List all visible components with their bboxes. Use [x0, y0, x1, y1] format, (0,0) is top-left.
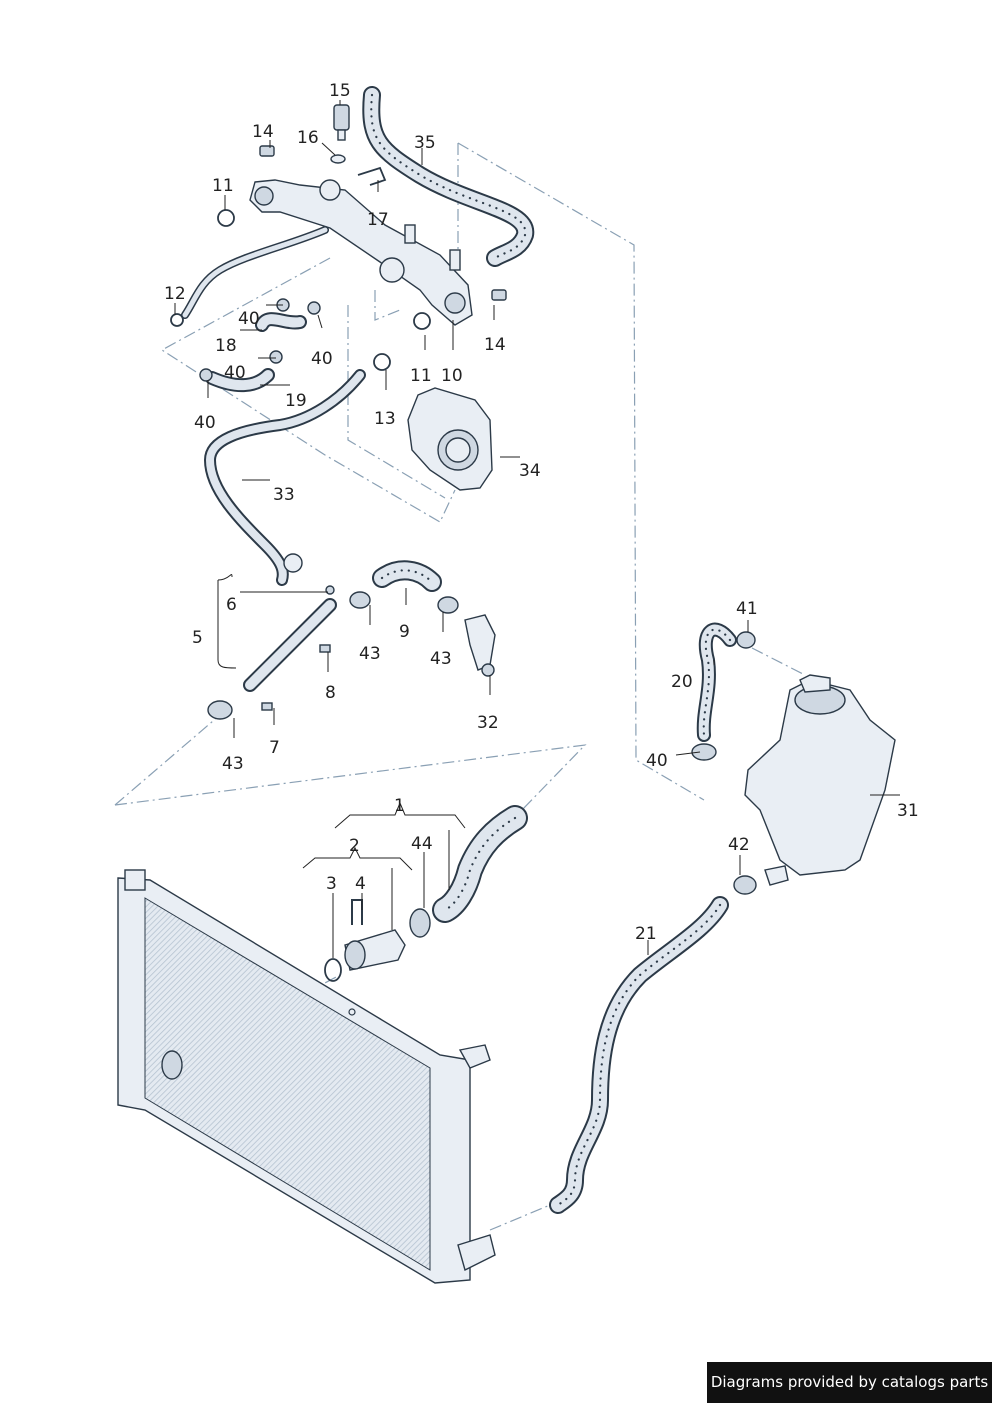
upper-hose: [362, 86, 535, 267]
callout-33: 33: [273, 485, 295, 505]
callout-14a: 14: [252, 122, 274, 142]
callout-34: 34: [519, 461, 541, 481]
vent-hose: [691, 622, 756, 761]
callout-43a: 43: [359, 644, 381, 664]
callout-41: 41: [736, 599, 758, 619]
coolant-pipe: [204, 369, 366, 586]
callout-31: 31: [897, 801, 919, 821]
callout-numbers: 1 2 3 4 5 6 7 8 9 10 11 11 12 13 14 14 1…: [164, 81, 919, 944]
callout-4: 4: [355, 874, 366, 894]
callout-35: 35: [414, 133, 436, 153]
callout-15: 15: [329, 81, 351, 101]
leader-lines: [174, 100, 900, 958]
callout-17: 17: [367, 210, 389, 230]
callout-12: 12: [164, 284, 186, 304]
callout-40e: 40: [646, 751, 668, 771]
callout-11a: 11: [212, 176, 234, 196]
callout-13: 13: [374, 409, 396, 429]
callout-1: 1: [394, 796, 405, 816]
callout-6: 6: [226, 595, 237, 615]
radiator: [117, 869, 496, 1284]
callout-42: 42: [728, 835, 750, 855]
callout-40b: 40: [311, 349, 333, 369]
callout-43b: 43: [430, 649, 452, 669]
callout-2: 2: [349, 836, 360, 856]
callout-3: 3: [326, 874, 337, 894]
callout-32: 32: [477, 713, 499, 733]
callout-8: 8: [325, 683, 336, 703]
callout-19: 19: [285, 391, 307, 411]
callout-40c: 40: [224, 363, 246, 383]
small-hoses: [199, 298, 321, 393]
callout-40d: 40: [194, 413, 216, 433]
thermostat-housing: [407, 387, 493, 491]
callout-21: 21: [635, 924, 657, 944]
lower-pipes: [207, 560, 496, 720]
callout-9: 9: [399, 622, 410, 642]
callout-40a: 40: [238, 309, 260, 329]
credit-badge: Diagrams provided by catalogs parts: [707, 1362, 992, 1403]
callout-7: 7: [269, 738, 280, 758]
callout-43c: 43: [222, 754, 244, 774]
callout-18: 18: [215, 336, 237, 356]
small-parts-top: [170, 104, 507, 371]
callout-5: 5: [192, 628, 203, 648]
callout-44: 44: [411, 834, 433, 854]
callout-16: 16: [297, 128, 319, 148]
radiator-hoses: [324, 805, 528, 982]
expansion-tank-hose: [549, 875, 757, 1214]
callout-20: 20: [671, 672, 693, 692]
expansion-tank: [744, 674, 896, 886]
callout-10: 10: [441, 366, 463, 386]
callout-11b: 11: [410, 366, 432, 386]
callout-14b: 14: [484, 335, 506, 355]
coolant-flange-pipe: [181, 179, 473, 326]
